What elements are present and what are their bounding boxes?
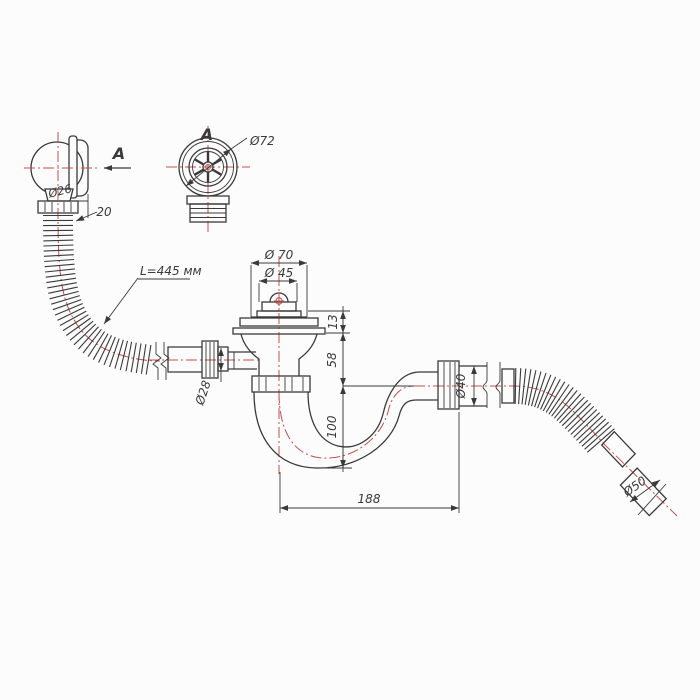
overflow-corrugated-hose: L=445 мм	[42, 214, 202, 380]
outlet-corrugated-pipe: Ø50	[514, 367, 668, 517]
dim-inlet-pipe: Ø28	[192, 379, 213, 408]
overflow-head-details: Ø26 A 20	[37, 144, 131, 222]
outlet-pipe: Ø40	[437, 360, 515, 410]
dim-drain-flange: Ø 70	[264, 248, 294, 262]
horizontal-span-dimension: 188	[279, 412, 460, 513]
dim-plug: Ø 45	[264, 266, 294, 280]
pipe-break-symbol	[482, 362, 488, 408]
dim-grate-diameter: Ø72	[249, 134, 275, 148]
pipe-break-symbol	[152, 342, 162, 380]
dim-overflow-offset: 20	[96, 205, 112, 219]
dim-drain-to-outlet: 58	[325, 352, 339, 368]
dim-hose-length: L=445 мм	[140, 264, 202, 278]
overflow-grate-view-a: A Ø72	[178, 125, 275, 223]
centerlines	[24, 126, 678, 517]
dim-flange-height: 13	[326, 314, 340, 329]
dim-outlet-to-bottom: 100	[325, 415, 339, 438]
u-trap	[253, 371, 438, 469]
dim-overflow-neck: Ø26	[46, 181, 73, 201]
view-a-title: A	[199, 125, 213, 144]
drain-assembly: Ø 70 Ø 45	[232, 248, 326, 393]
vertical-dimension-chain: 13 58 100	[308, 306, 414, 472]
dim-outlet-end: Ø50	[620, 473, 649, 500]
section-arrow-label: A	[111, 144, 125, 163]
dim-outlet-pipe: Ø40	[454, 373, 468, 399]
dim-horizontal-span: 188	[358, 492, 381, 506]
inlet-pipe: Ø28	[167, 340, 257, 408]
drain-plug	[256, 292, 302, 318]
